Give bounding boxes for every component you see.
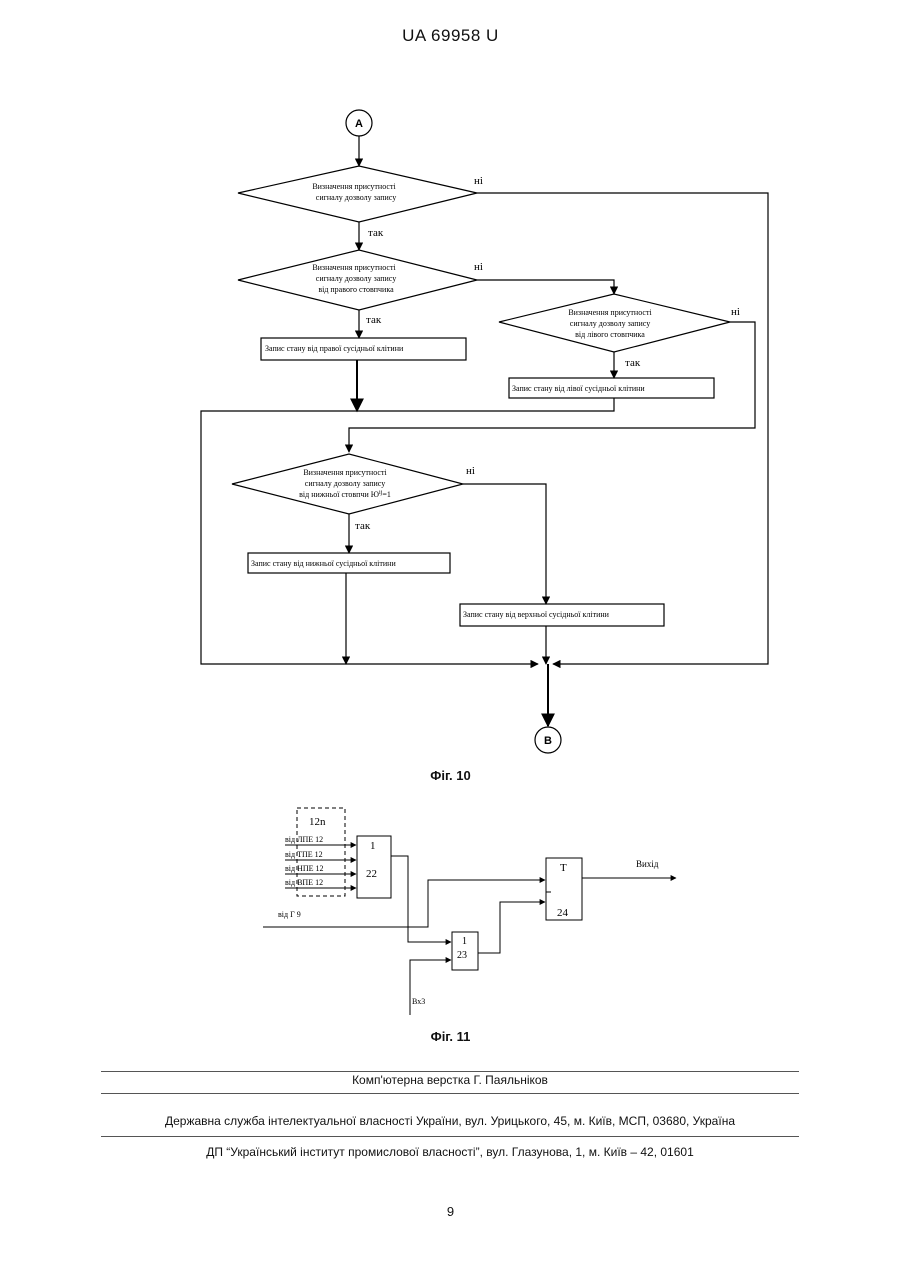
figure-11-circuit: 12n від ЛПЕ 12 від ТПЕ 12 від НПЕ 12 від… [0,800,901,1040]
box-bottom-text: Запис стану від нижньої сусідньої клітин… [251,559,396,568]
no-label-2: ні [474,261,483,273]
footer-divider-1 [101,1071,799,1072]
box-left-text: Запис стану від лівої сусідньої клітини [512,384,645,393]
no-label-4: ні [466,465,475,477]
input-label-4: від ВПЕ 12 [285,878,323,887]
yes-label-2: так [366,314,382,326]
footer-divider-3 [101,1136,799,1137]
input-label-3: від НПЕ 12 [285,864,324,873]
decision-3-line-2: сигналу дозволу запису [570,319,650,328]
decision-4-line-3: від нижньої стовпчи Юij=1 [299,490,391,499]
input-label-2: від ТПЕ 12 [285,850,323,859]
block-12n-label: 12n [309,816,326,828]
box-top-text: Запис стану від верхньої сусідньої кліти… [463,610,610,619]
decision-1-line-2: сигналу дозволу запису [316,193,396,202]
element-22-number: 22 [366,868,377,880]
footer-typesetting: Комп'ютерна верстка Г. Паяльніков [101,1073,799,1087]
box-right-text: Запис стану від правої сусідньої клітини [265,344,404,353]
footer-institute: ДП “Український інститут промислової вла… [101,1145,799,1159]
decision-1-line-1: Визначення присутності [312,182,396,191]
footer-divider-2 [101,1093,799,1094]
figure-10-flowchart: А В Визначення присутності сигналу дозво… [0,0,901,780]
no-label-1: ні [474,175,483,187]
decision-4-line-1: Визначення присутності [303,468,387,477]
yes-label-1: так [368,227,384,239]
element-22-symbol: 1 [370,840,376,852]
decision-2-line-1: Визначення присутності [312,263,396,272]
yes-label-4: так [355,520,371,532]
element-24-number: 24 [557,907,569,919]
decision-3-line-3: від лівого стовпчика [575,330,645,339]
element-24-symbol: Т [560,862,567,874]
input-label-1: від ЛПЕ 12 [285,835,323,844]
start-connector-label: А [355,118,363,130]
yes-label-3: так [625,357,641,369]
output-label: Вихід [636,859,659,869]
element-23-symbol: 1 [462,936,467,947]
decision-2-line-2: сигналу дозволу запису [316,274,396,283]
no-label-3: ні [731,306,740,318]
vx3-label: Вх3 [412,997,425,1006]
page-number: 9 [0,1204,901,1219]
end-connector-label: В [544,735,552,747]
figure-11-caption: Фіг. 11 [0,1029,901,1044]
element-23-number: 23 [457,950,467,961]
figure-10-caption: Фіг. 10 [0,768,901,783]
decision-3-line-1: Визначення присутності [568,308,652,317]
decision-2-line-3: від правого стовпчика [318,285,394,294]
decision-4-line-2: сигналу дозволу запису [305,479,385,488]
footer-ip-service: Державна служба інтелектуальної власност… [101,1114,799,1128]
from-g9-label: від Г 9 [278,910,301,919]
